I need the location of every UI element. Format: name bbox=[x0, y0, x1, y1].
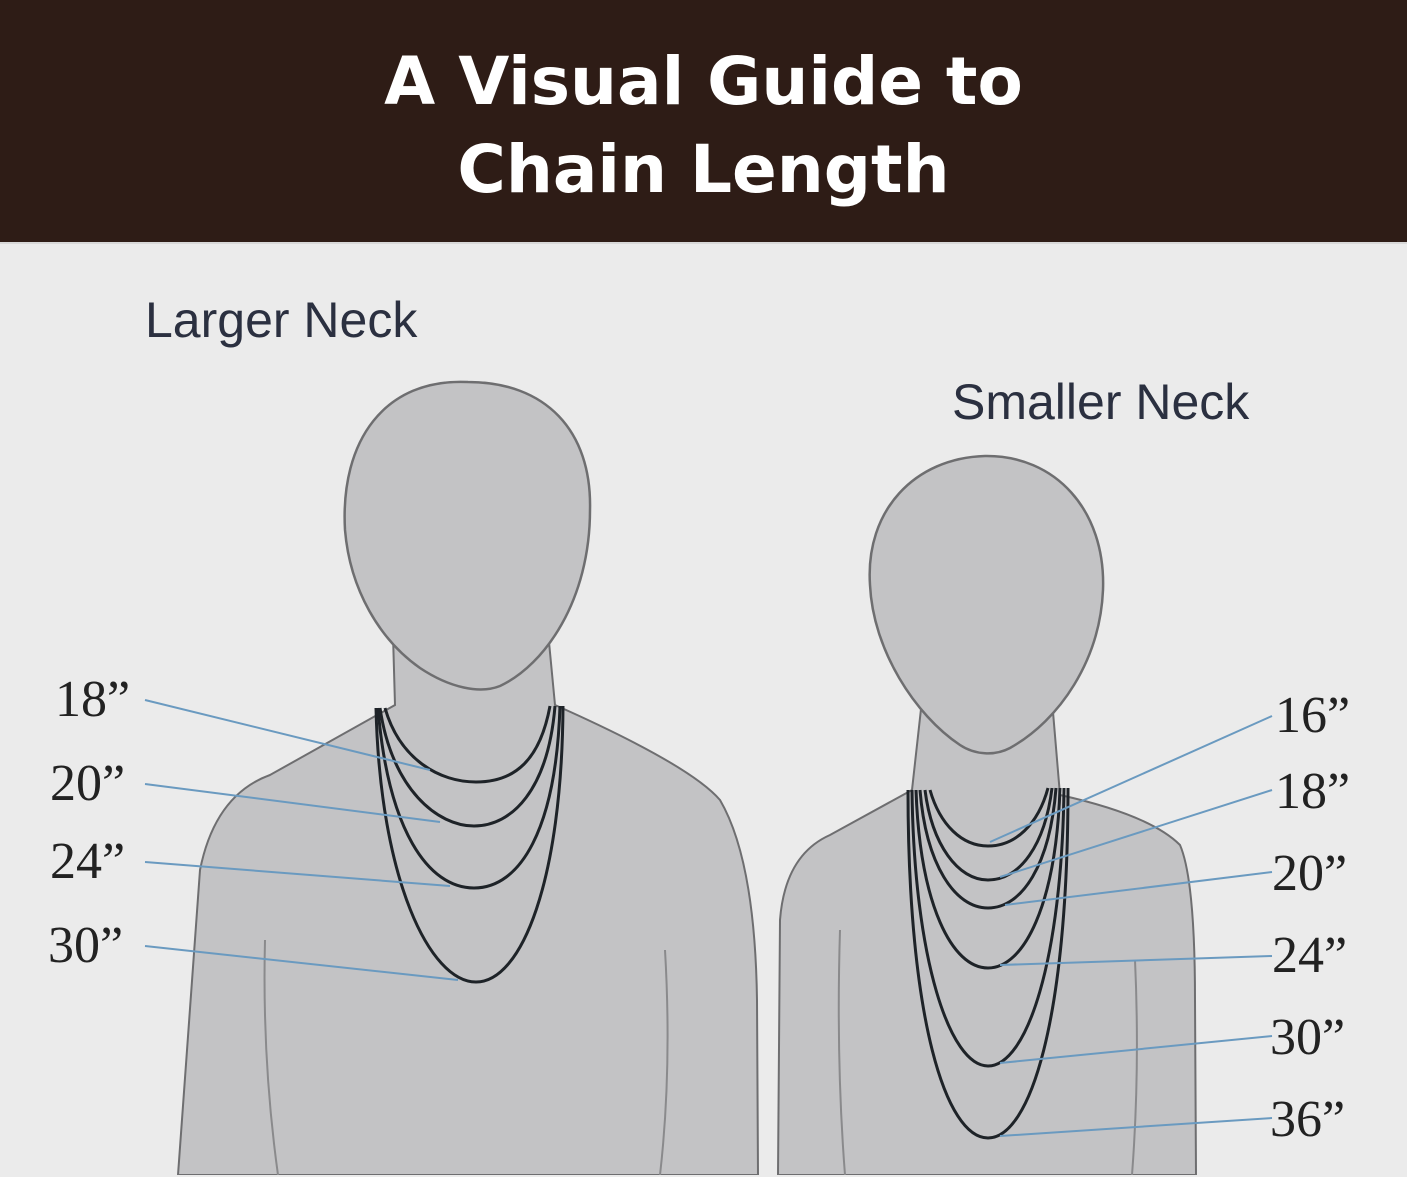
larger-label-18: 18” bbox=[55, 671, 130, 728]
smaller-leader-lines bbox=[989, 715, 1273, 1137]
larger-chain-20 bbox=[378, 705, 557, 828]
larger-leader-20 bbox=[144, 783, 441, 823]
larger-arm-crease-left bbox=[263, 939, 279, 1175]
smaller-torso bbox=[776, 699, 1198, 1175]
smaller-arm-crease-left bbox=[837, 929, 846, 1175]
smaller-label-16: 16” bbox=[1275, 687, 1350, 744]
smaller-chain-18 bbox=[923, 787, 1054, 882]
smaller-leader-24 bbox=[999, 955, 1273, 966]
smaller-leader-30 bbox=[999, 1035, 1273, 1064]
smaller-chain-30 bbox=[910, 787, 1066, 1068]
larger-neck-caption: Larger Neck bbox=[145, 292, 418, 348]
smaller-label-20: 20” bbox=[1272, 845, 1347, 902]
larger-leader-18 bbox=[144, 699, 431, 771]
smaller-label-24: 24” bbox=[1272, 927, 1347, 984]
smaller-label-18: 18” bbox=[1275, 763, 1350, 820]
smaller-length-labels: 16” 18” 20” 24” 30” 36” bbox=[1270, 687, 1350, 1148]
smaller-neck-figure bbox=[776, 454, 1198, 1175]
larger-leader-lines bbox=[144, 699, 459, 981]
title-line-2: Chain Length bbox=[457, 131, 950, 208]
larger-chain-30 bbox=[374, 705, 565, 984]
smaller-chain-20 bbox=[918, 787, 1058, 910]
title-banner: A Visual Guide to Chain Length bbox=[0, 0, 1407, 242]
larger-chain-18 bbox=[383, 705, 552, 784]
smaller-leader-18 bbox=[999, 789, 1273, 878]
larger-chain-24 bbox=[376, 705, 562, 890]
smaller-arm-crease-right bbox=[1131, 959, 1138, 1175]
larger-length-labels: 18” 20” 24” 30” bbox=[48, 671, 130, 974]
smaller-label-30: 30” bbox=[1270, 1009, 1345, 1066]
smaller-leader-20 bbox=[1004, 871, 1273, 906]
smaller-chain-36 bbox=[906, 787, 1070, 1140]
smaller-leader-36 bbox=[999, 1117, 1273, 1137]
larger-arm-crease-right bbox=[659, 949, 669, 1175]
smaller-leader-16 bbox=[989, 715, 1273, 843]
smaller-head bbox=[868, 454, 1105, 755]
smaller-chains bbox=[906, 787, 1070, 1140]
larger-label-24: 24” bbox=[50, 833, 125, 890]
larger-leader-30 bbox=[144, 945, 459, 981]
smaller-chain-16 bbox=[928, 787, 1050, 848]
larger-neck-figure bbox=[176, 380, 760, 1175]
smaller-label-36: 36” bbox=[1270, 1091, 1345, 1148]
larger-head bbox=[343, 380, 592, 691]
larger-chains bbox=[374, 705, 565, 984]
smaller-neck-caption: Smaller Neck bbox=[952, 374, 1250, 430]
larger-leader-24 bbox=[144, 861, 451, 887]
larger-label-20: 20” bbox=[50, 755, 125, 812]
smaller-chain-24 bbox=[914, 787, 1062, 970]
larger-label-30: 30” bbox=[48, 917, 123, 974]
title-line-1: A Visual Guide to bbox=[384, 43, 1023, 120]
